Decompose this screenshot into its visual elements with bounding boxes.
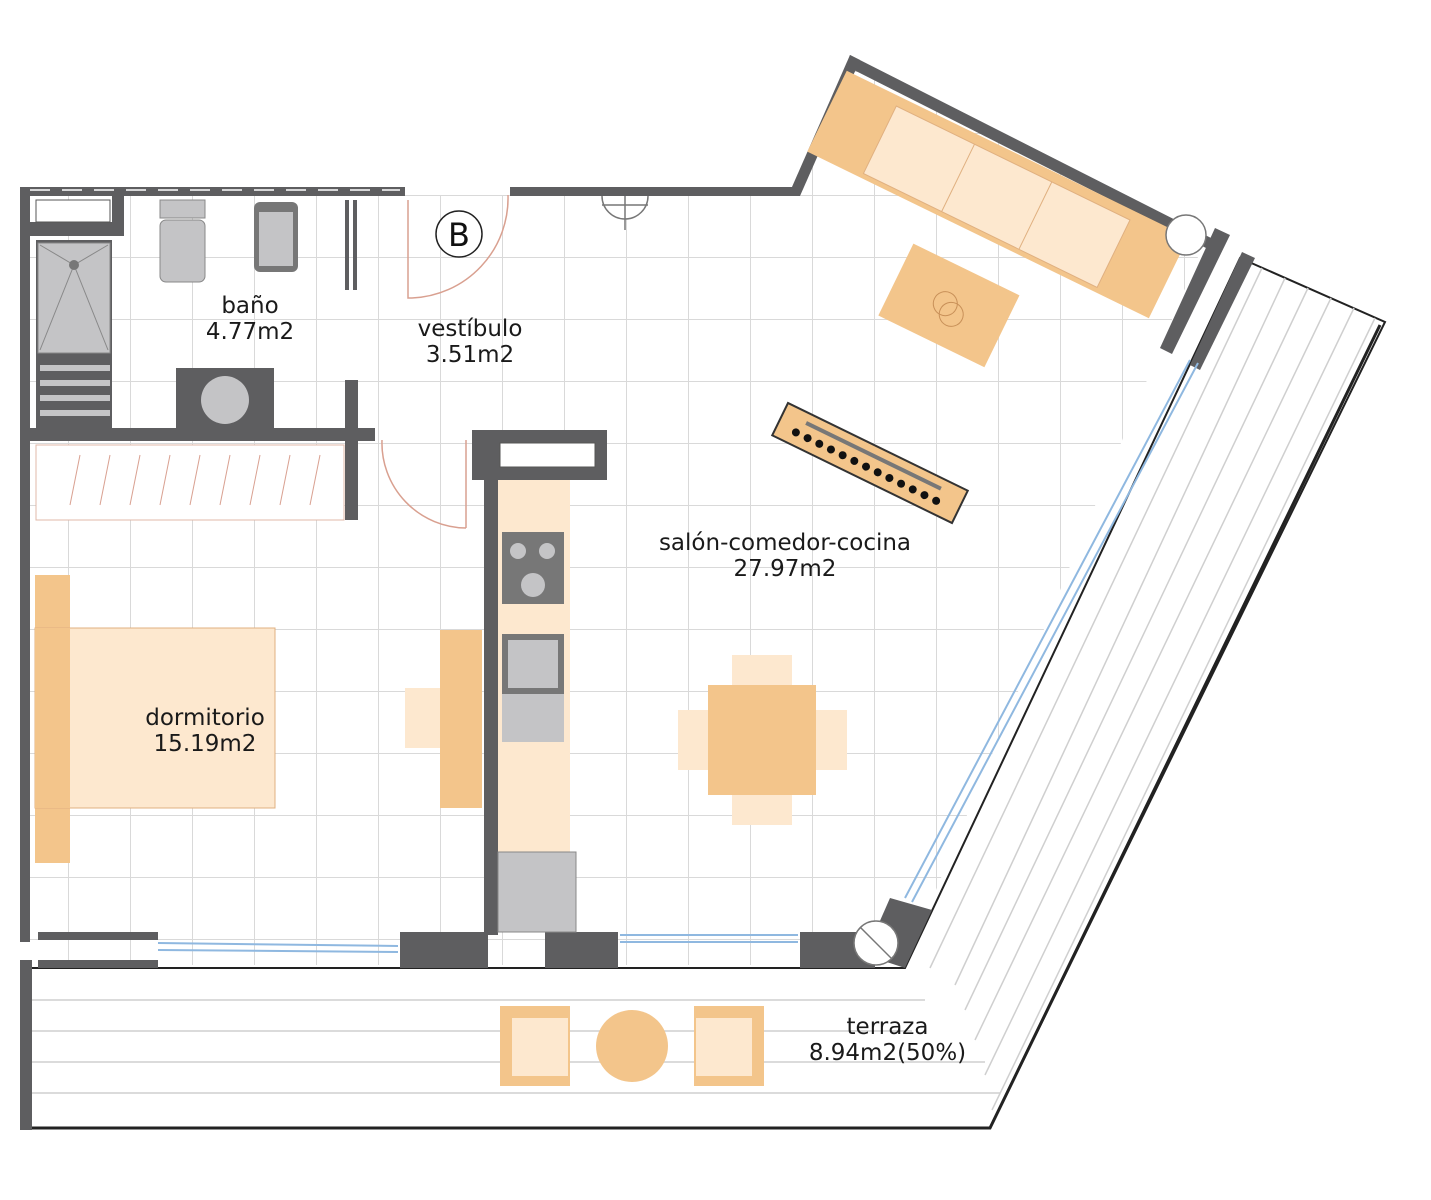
windows [157,359,1199,953]
room-area: 3.51m2 [425,342,515,368]
doors [381,194,509,529]
room-name: vestíbulo [417,316,523,342]
terrace-furniture [500,1006,764,1086]
entrance-marker-label: B [448,216,470,254]
column-markers [601,195,1207,966]
room-area: 15.19m2 [153,731,257,757]
room-label-terraza: terraza 8.94m2(50%) [800,1014,975,1066]
room-area: 27.97m2 [733,556,837,582]
dining-table [678,655,847,825]
room-label-dormitorio: dormitorio 15.19m2 [125,705,285,757]
room-name: terraza [846,1014,929,1040]
room-label-bano: baño 4.77m2 [180,293,320,345]
room-label-salon: salón-comedor-cocina 27.97m2 [620,530,950,582]
room-area: 4.77m2 [205,319,295,345]
room-name: baño [221,293,279,319]
tv-unit [770,401,970,525]
room-label-vestibulo: vestíbulo 3.51m2 [390,316,550,368]
room-name: dormitorio [145,705,265,731]
entrance-marker-circle [435,210,483,258]
room-name: salón-comedor-cocina [658,530,912,556]
bed [34,575,276,863]
kitchen-counter [497,480,577,933]
room-area: 8.94m2(50%) [808,1040,967,1066]
bathroom-fixtures [36,199,298,428]
sofa [807,70,1189,319]
desk [405,630,482,808]
coffee-table [878,243,1020,368]
wardrobe [35,444,345,521]
